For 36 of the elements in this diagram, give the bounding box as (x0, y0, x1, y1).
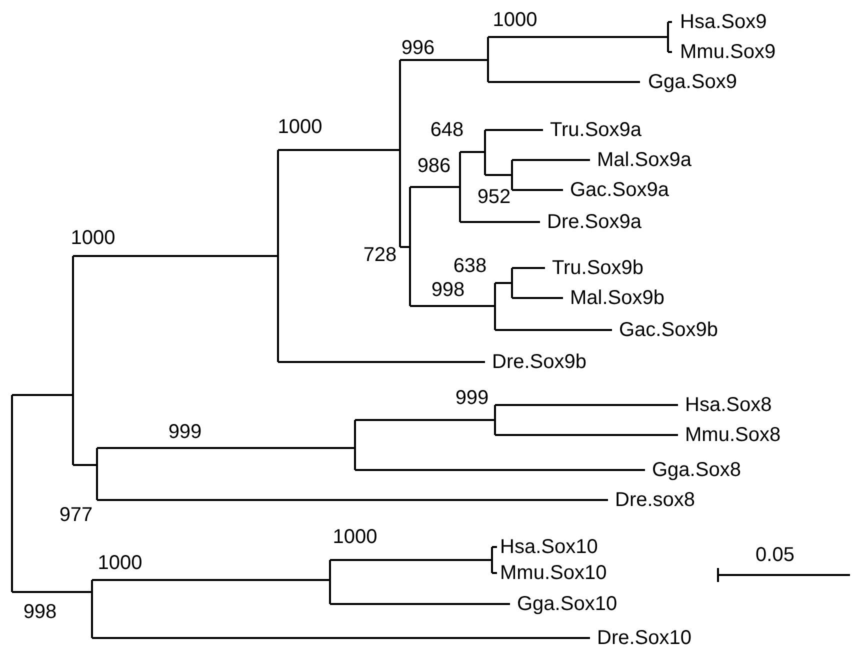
taxon-label: Tru.Sox9a (550, 119, 642, 141)
bootstrap-value: 728 (363, 244, 397, 266)
bootstrap-value: 998 (23, 601, 57, 623)
bootstrap-value: 1000 (332, 526, 378, 548)
taxon-label: Tru.Sox9b (552, 257, 644, 279)
taxon-label: Mmu.Sox10 (500, 562, 607, 584)
taxon-label: Hsa.Sox10 (500, 536, 598, 558)
bootstrap-value: 1000 (98, 552, 142, 574)
taxon-label: Mmu.Sox9 (680, 41, 776, 63)
taxon-label: Gac.Sox9a (570, 179, 669, 201)
bootstrap-value: 952 (477, 186, 511, 208)
taxon-label: Mal.Sox9a (597, 149, 692, 171)
bootstrap-value: 999 (168, 421, 202, 443)
taxon-label: Gga.Sox8 (652, 459, 741, 481)
taxon-label: Dre.Sox10 (597, 627, 692, 649)
bootstrap-value: 638 (453, 255, 487, 277)
taxon-label: Gac.Sox9b (619, 319, 718, 341)
taxon-label: Dre.Sox9b (492, 351, 586, 373)
bootstrap-value: 1000 (70, 227, 116, 249)
taxon-label: Dre.Sox9a (547, 211, 642, 233)
taxon-label: Mal.Sox9b (570, 287, 664, 309)
bootstrap-value: 999 (455, 387, 489, 409)
taxon-label: Dre.sox8 (615, 489, 696, 511)
bootstrap-value: 986 (417, 155, 451, 177)
taxon-label: Hsa.Sox9 (680, 11, 767, 33)
bootstrap-value: 977 (59, 504, 93, 526)
taxon-label: Mmu.Sox8 (685, 424, 781, 446)
bootstrap-value: 996 (401, 37, 435, 59)
bootstrap-value: 1000 (492, 9, 538, 31)
bootstrap-value: 648 (430, 119, 464, 141)
bootstrap-value: 1000 (278, 116, 322, 138)
taxon-label: Gga.Sox10 (517, 593, 618, 615)
scale-value: 0.05 (756, 544, 794, 566)
taxon-label: Hsa.Sox8 (685, 394, 772, 416)
bootstrap-value: 998 (431, 279, 465, 301)
taxon-label: Gga.Sox9 (648, 71, 737, 93)
